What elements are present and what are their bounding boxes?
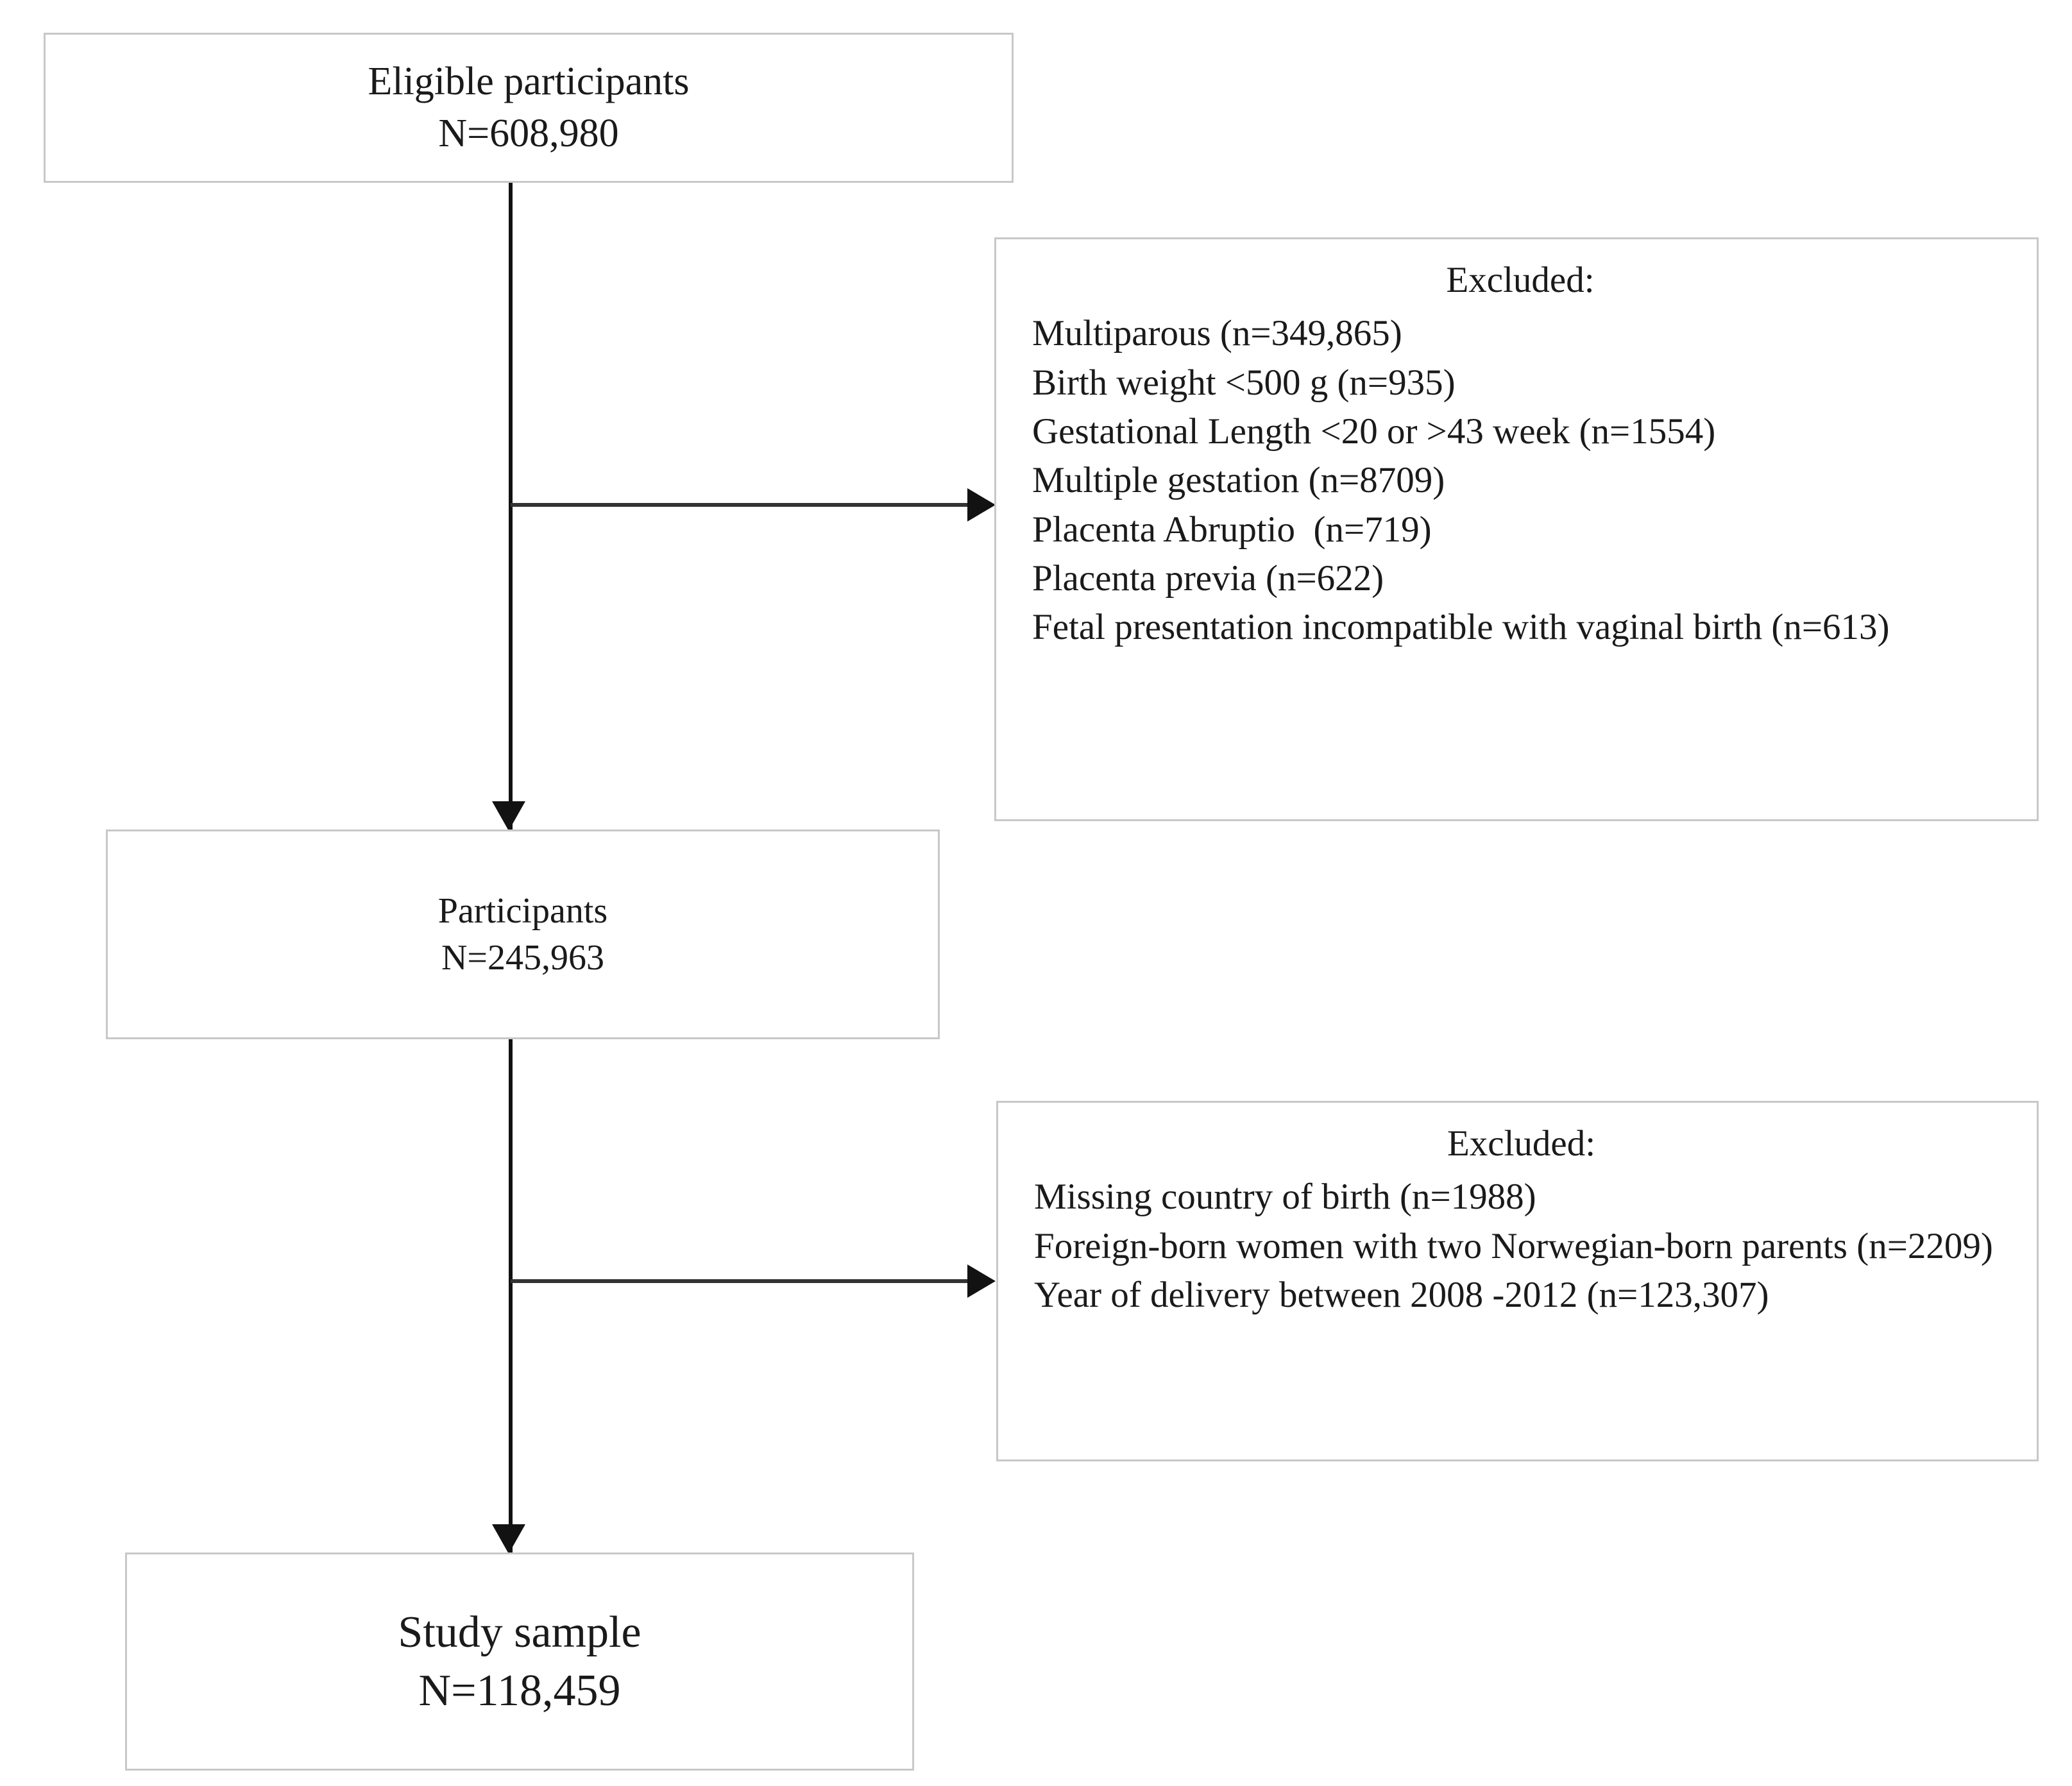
excluded-2-item-missing-country: Missing country of birth (n=1988) [1034, 1177, 1536, 1218]
node-excluded-criteria-1: Excluded: Multiparous (n=349,865) Birth … [994, 237, 2039, 821]
node-eligible-participants-title: Eligible participants [368, 60, 690, 104]
excluded-2-title: Excluded: [1447, 1123, 1596, 1164]
arrow-down-icon-study-sample [492, 1524, 525, 1554]
connector-eligible-to-participants-line [509, 183, 513, 831]
excluded-1-item-birth-weight: Birth weight <500 g (n=935) [1032, 362, 1456, 403]
node-participants-count: N=245,963 [441, 937, 605, 978]
excluded-2-item-foreign-born: Foreign-born women with two Norwegian-bo… [1034, 1225, 1993, 1266]
excluded-1-item-placenta-abruptio: Placenta Abruptio (n=719) [1032, 509, 1432, 550]
excluded-1-item-multiparous: Multiparous (n=349,865) [1032, 313, 1402, 354]
arrow-right-icon-excluded-2 [967, 1264, 996, 1298]
node-excluded-criteria-2: Excluded: Missing country of birth (n=19… [996, 1101, 2039, 1461]
node-eligible-participants: Eligible participants N=608,980 [44, 33, 1014, 183]
arrow-right-icon-excluded-1 [967, 488, 996, 522]
node-participants-title: Participants [437, 890, 608, 931]
connector-participants-to-study-sample-line [509, 1039, 513, 1554]
connector-eligible-to-excluded-1-line [511, 503, 970, 507]
excluded-1-item-placenta-previa: Placenta previa (n=622) [1032, 558, 1384, 599]
excluded-1-item-gestational-length: Gestational Length <20 or >43 week (n=15… [1032, 411, 1716, 452]
node-study-sample: Study sample N=118,459 [125, 1552, 914, 1771]
excluded-1-item-fetal-presentation: Fetal presentation incompatible with vag… [1032, 607, 1890, 648]
excluded-1-item-multiple-gestation: Multiple gestation (n=8709) [1032, 460, 1445, 501]
node-participants: Participants N=245,963 [106, 829, 940, 1039]
excluded-1-title: Excluded: [1446, 260, 1595, 300]
excluded-2-item-year-of-delivery: Year of delivery between 2008 -2012 (n=1… [1034, 1274, 1769, 1315]
arrow-down-icon-participants [492, 801, 525, 831]
connector-participants-to-excluded-2-line [511, 1279, 970, 1283]
node-eligible-participants-count: N=608,980 [438, 112, 619, 155]
node-study-sample-count: N=118,459 [418, 1666, 621, 1715]
node-study-sample-title: Study sample [398, 1608, 641, 1657]
